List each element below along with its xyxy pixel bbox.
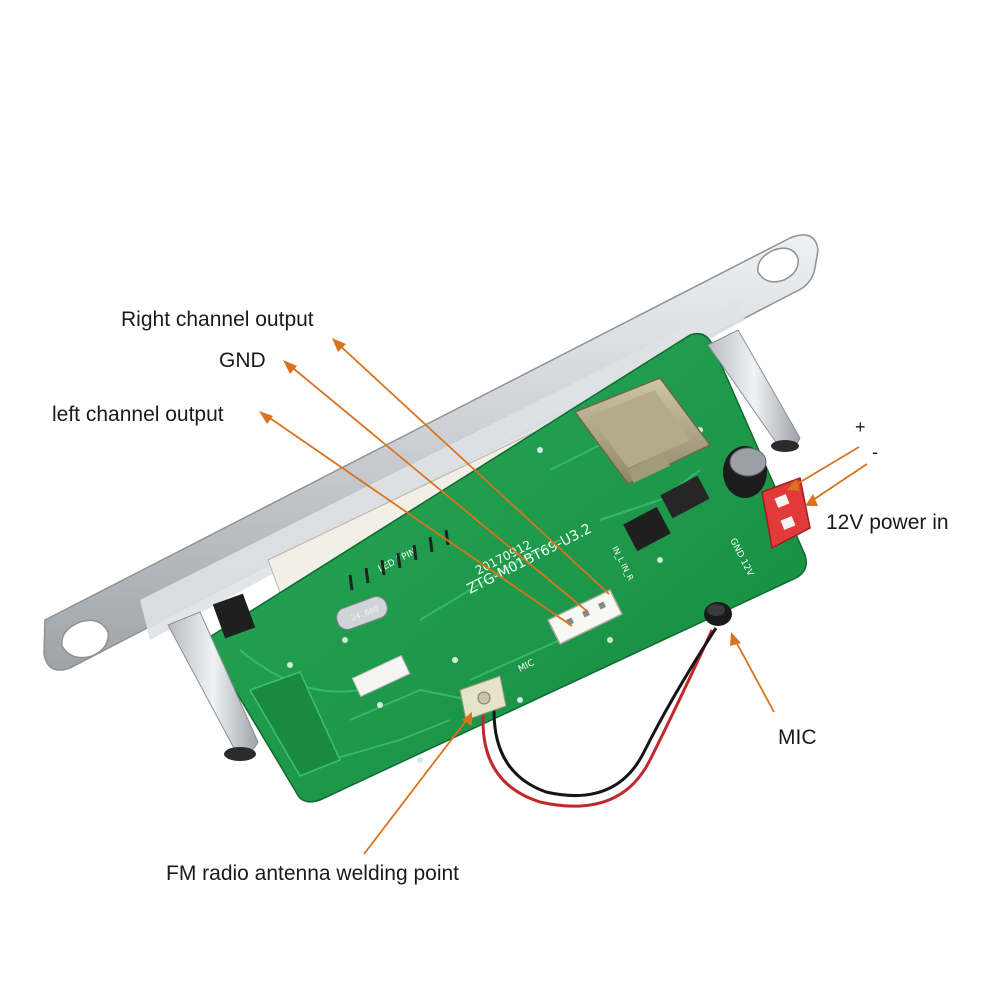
arrowhead-minus [805,494,818,506]
label-gnd: GND [219,349,266,372]
label-right-channel-output: Right channel output [121,308,314,331]
leader-gnd [287,363,589,613]
leader-arrowheads [259,338,818,726]
ic-chips [212,475,710,698]
usb-port [573,377,712,485]
fm-antenna-pad [459,675,507,721]
label-mic: MIC [778,726,817,749]
leader-right-channel [335,341,610,595]
label-plus-terminal: + [855,417,866,437]
leader-plus [791,446,860,488]
leader-fm-antenna [363,717,469,855]
display-pin-header [348,529,450,591]
label-minus-terminal: - [872,442,878,462]
label-left-channel-output: left channel output [52,403,224,426]
capacitor [723,446,767,498]
mounting-posts [167,329,801,761]
leader-mic [733,637,775,713]
audio-output-connector [546,589,624,645]
leader-minus [809,463,868,503]
arrowhead-plus [787,479,800,491]
leader-lines [263,341,868,855]
label-fm-antenna: FM radio antenna welding point [166,862,460,885]
arrowhead-mic [730,632,741,646]
arrowhead-left-channel [259,411,273,424]
crystal-oscillator: 24.000 [336,596,388,630]
power-input-connector [761,476,811,550]
arrowhead-gnd [283,360,297,374]
arrowhead-right-channel [332,338,346,352]
arrowhead-fm-antenna [462,712,472,726]
microphone [481,602,732,808]
leader-left-channel [263,413,573,627]
label-power-in: 12V power in [826,511,949,534]
